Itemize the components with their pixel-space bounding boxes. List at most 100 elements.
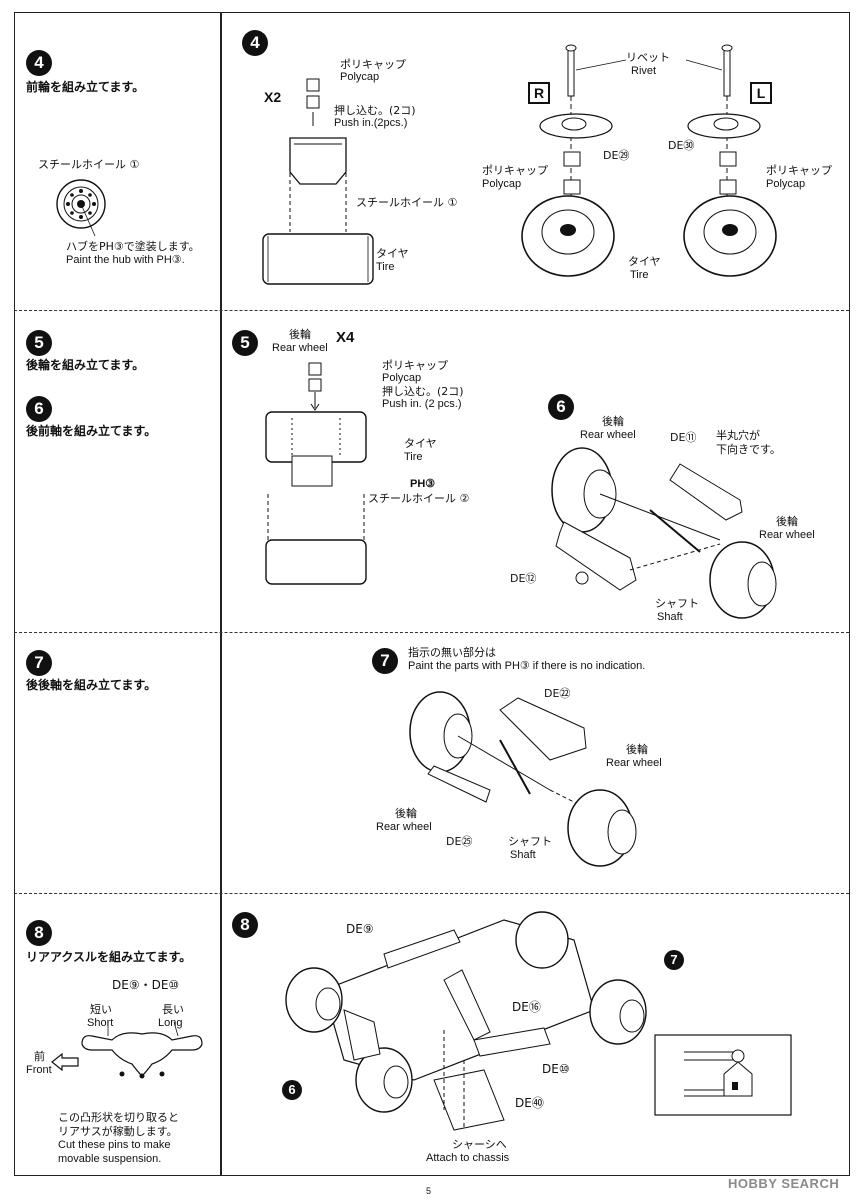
step-heading: 前輪を組み立てます。 — [26, 80, 145, 94]
hole-note-jp2: 下向きです。 — [716, 443, 781, 456]
rear-wheel-label-en: Rear wheel — [272, 342, 328, 354]
front-hub-assembly-drawing — [521, 44, 777, 277]
wheel-label: スチールホイール ② — [368, 492, 470, 505]
polycap-label-jp: ポリキャップ — [766, 164, 832, 177]
right-column-frame — [220, 12, 850, 1176]
polycap-label-en: Polycap — [766, 178, 806, 190]
front-label-en: Front — [26, 1064, 52, 1076]
rear-wheel-label-en: Rear wheel — [759, 529, 815, 541]
suspension-part-drawing — [81, 1021, 203, 1079]
rear-wheel-label-jp: 後輪 — [395, 807, 417, 820]
polycap-icon — [308, 362, 322, 411]
part-de12-label: DE⑫ — [510, 572, 537, 585]
quantity-mark: X4 — [336, 329, 355, 346]
hole-note-jp1: 半丸穴が — [716, 429, 760, 442]
rear-rear-axle-drawing — [409, 691, 637, 867]
rear-wheel-label-jp: 後輪 — [602, 415, 624, 428]
rear-wheel-label-jp: 後輪 — [289, 328, 311, 341]
part-de11-label: DE⑪ — [670, 431, 697, 444]
part-de29-label: DE㉙ — [603, 149, 630, 162]
rear-wheel-label-jp: 後輪 — [776, 515, 798, 528]
divider-1 — [14, 310, 849, 311]
wheel-label: スチールホイール ① — [38, 158, 140, 171]
short-label-jp: 短い — [90, 1003, 112, 1016]
cut-note-en2: movable suspension. — [58, 1153, 162, 1165]
parts-label: DE⑨・DE⑩ — [112, 978, 180, 992]
paint-note-jp: ハブをPH③で塗装します。 — [66, 240, 200, 253]
shaft-label-jp: シャフト — [655, 597, 699, 610]
tire-label-en: Tire — [630, 269, 649, 281]
brand-watermark: HOBBY SEARCH — [728, 1176, 840, 1191]
steel-wheel-exploded-drawing — [262, 137, 374, 285]
rear-axle-chassis-drawing — [285, 911, 647, 1131]
tire-label-en: Tire — [376, 261, 395, 273]
polycap-label-en: Polycap — [340, 71, 380, 83]
polycap-label-jp: ポリキャップ — [382, 359, 448, 372]
step-heading: リアアクスルを組み立てます。 — [26, 950, 192, 964]
divider-3 — [14, 893, 849, 894]
left-column-frame — [14, 12, 222, 1176]
step-number-badge: 6 — [26, 396, 52, 422]
front-label-jp: 前 — [34, 1050, 45, 1063]
cut-note-en1: Cut these pins to make — [58, 1139, 171, 1151]
polycap-label-jp: ポリキャップ — [340, 58, 406, 71]
push-label-jp: 押し込む。(2コ) — [334, 104, 416, 117]
rear-wheel-label-en: Rear wheel — [580, 429, 636, 441]
part-de25-label: DE㉕ — [446, 835, 473, 848]
paint-code-label: PH③ — [410, 478, 436, 490]
tire-label-jp: タイヤ — [376, 247, 409, 260]
rivet-label-jp: リベット — [626, 51, 670, 64]
detail-inset-drawing — [654, 1034, 792, 1116]
shaft-label-jp: シャフト — [508, 835, 552, 848]
polycap-icon — [306, 78, 320, 126]
part-de16-label: DE⑯ — [512, 1000, 541, 1014]
shaft-label-en: Shaft — [510, 849, 536, 861]
step-number-badge: 5 — [26, 330, 52, 356]
quantity-mark: X2 — [264, 89, 282, 105]
attach-label-en: Attach to chassis — [426, 1152, 510, 1164]
part-de10-label: DE⑩ — [542, 1062, 570, 1076]
page-number: 5 — [426, 1186, 432, 1196]
paint-note-jp: 指示の無い部分は — [408, 646, 496, 659]
push-label-en: Push in. (2 pcs.) — [382, 398, 462, 410]
polycap-label-en: Polycap — [382, 372, 422, 384]
tire-label-en: Tire — [404, 451, 423, 463]
push-label-jp: 押し込む。(2コ) — [382, 385, 464, 398]
rear-front-axle-drawing — [551, 447, 777, 619]
paint-note-en: Paint the parts with PH③ if there is no … — [408, 660, 646, 672]
part-de30-label: DE㉚ — [668, 139, 695, 152]
polycap-label-en: Polycap — [482, 178, 522, 190]
step-heading: 後前軸を組み立てます。 — [26, 424, 157, 438]
step-number-badge: 4 — [242, 30, 268, 56]
shaft-label-en: Shaft — [657, 611, 683, 623]
push-label-en: Push in.(2pcs.) — [334, 117, 408, 129]
rivet-label-en: Rivet — [631, 65, 657, 77]
part-de9-label: DE⑨ — [346, 922, 374, 936]
part-de22-label: DE㉒ — [544, 687, 571, 700]
tire-label-jp: タイヤ — [628, 255, 661, 268]
step-heading: 後後軸を組み立てます。 — [26, 678, 157, 692]
part-de40-label: DE㊵ — [515, 1096, 544, 1110]
step-number-badge: 6 — [548, 394, 574, 420]
attach-label-jp: シャーシへ — [452, 1138, 507, 1151]
right-side-marker: R — [528, 82, 550, 104]
step-number-badge: 7 — [372, 648, 398, 674]
step-number-badge: 8 — [232, 912, 258, 938]
step-number-badge: 5 — [232, 330, 258, 356]
long-label-jp: 長い — [162, 1003, 184, 1016]
paint-note-en: Paint the hub with PH③. — [66, 254, 185, 266]
rear-wheel-exploded-drawing — [265, 411, 367, 585]
front-arrow-icon — [51, 1052, 79, 1072]
step-heading: 後輪を組み立てます。 — [26, 358, 145, 372]
step-number-badge: 8 — [26, 920, 52, 946]
rear-wheel-label-en: Rear wheel — [606, 757, 662, 769]
wheel-label: スチールホイール ① — [356, 196, 458, 209]
divider-2 — [14, 632, 849, 633]
step-number-badge: 7 — [26, 650, 52, 676]
steel-wheel-hub-icon — [56, 179, 106, 237]
short-label-en: Short — [87, 1017, 114, 1029]
long-label-en: Long — [158, 1017, 183, 1029]
step-reference-badge: 7 — [664, 950, 684, 970]
cut-note-jp2: リアサスが稼動します。 — [58, 1125, 178, 1138]
